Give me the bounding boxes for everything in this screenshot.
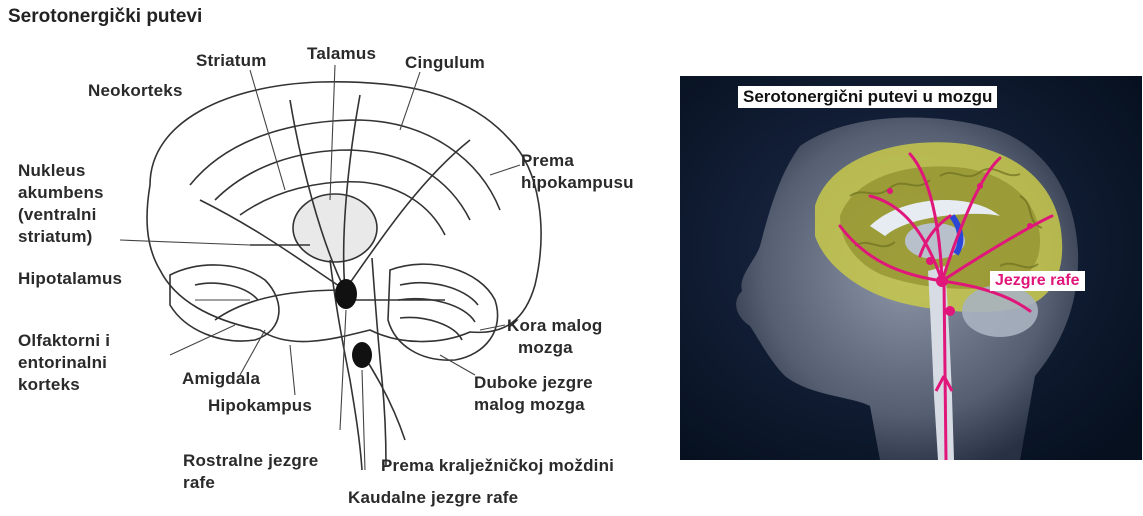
label-cingulum: Cingulum [405, 52, 485, 73]
label-amigdala: Amigdala [182, 368, 260, 389]
label-kaudalne-jezgre: Kaudalne jezgre rafe [348, 487, 518, 508]
label-striatum: Striatum [196, 50, 267, 71]
caudal-raphe-nucleus [352, 342, 372, 368]
label-hipotalamus: Hipotalamus [18, 268, 122, 289]
label-nukleus-2: akumbens [18, 182, 104, 203]
label-kora-malog-2: mozga [518, 337, 573, 358]
label-rostralne-2: rafe [183, 472, 215, 493]
label-duboke-jezgre-1: Duboke jezgre [474, 372, 593, 393]
mri-label-raphe: Jezgre rafe [990, 271, 1085, 291]
label-prema-hipokampusu-2: hipokampusu [521, 172, 634, 193]
label-neokorteks: Neokorteks [88, 80, 183, 101]
label-prema-kraljeznickoj: Prema kralježničkoj moždini [381, 455, 614, 476]
rostral-raphe-nucleus [335, 279, 357, 309]
mri-panel: Serotonergični putevi u mozgu Jezgre raf… [680, 76, 1142, 460]
label-olfaktorni-1: Olfaktorni i [18, 330, 110, 351]
label-duboke-jezgre-2: malog mozga [474, 394, 585, 415]
label-talamus: Talamus [307, 43, 376, 64]
label-olfaktorni-3: korteks [18, 374, 80, 395]
brain-line-drawing [0, 0, 680, 516]
label-nukleus-1: Nukleus [18, 160, 86, 181]
label-nukleus-3: (ventralni [18, 204, 97, 225]
label-olfaktorni-2: entorinalni [18, 352, 107, 373]
label-nukleus-4: striatum) [18, 226, 93, 247]
label-prema-hipokampusu-1: Prema [521, 150, 574, 171]
label-kora-malog-1: Kora malog [507, 315, 603, 336]
label-rostralne-1: Rostralne jezgre [183, 450, 318, 471]
label-hipokampus: Hipokampus [208, 395, 312, 416]
mri-illustration [680, 76, 1142, 460]
mri-title: Serotonergični putevi u mozgu [738, 86, 997, 108]
